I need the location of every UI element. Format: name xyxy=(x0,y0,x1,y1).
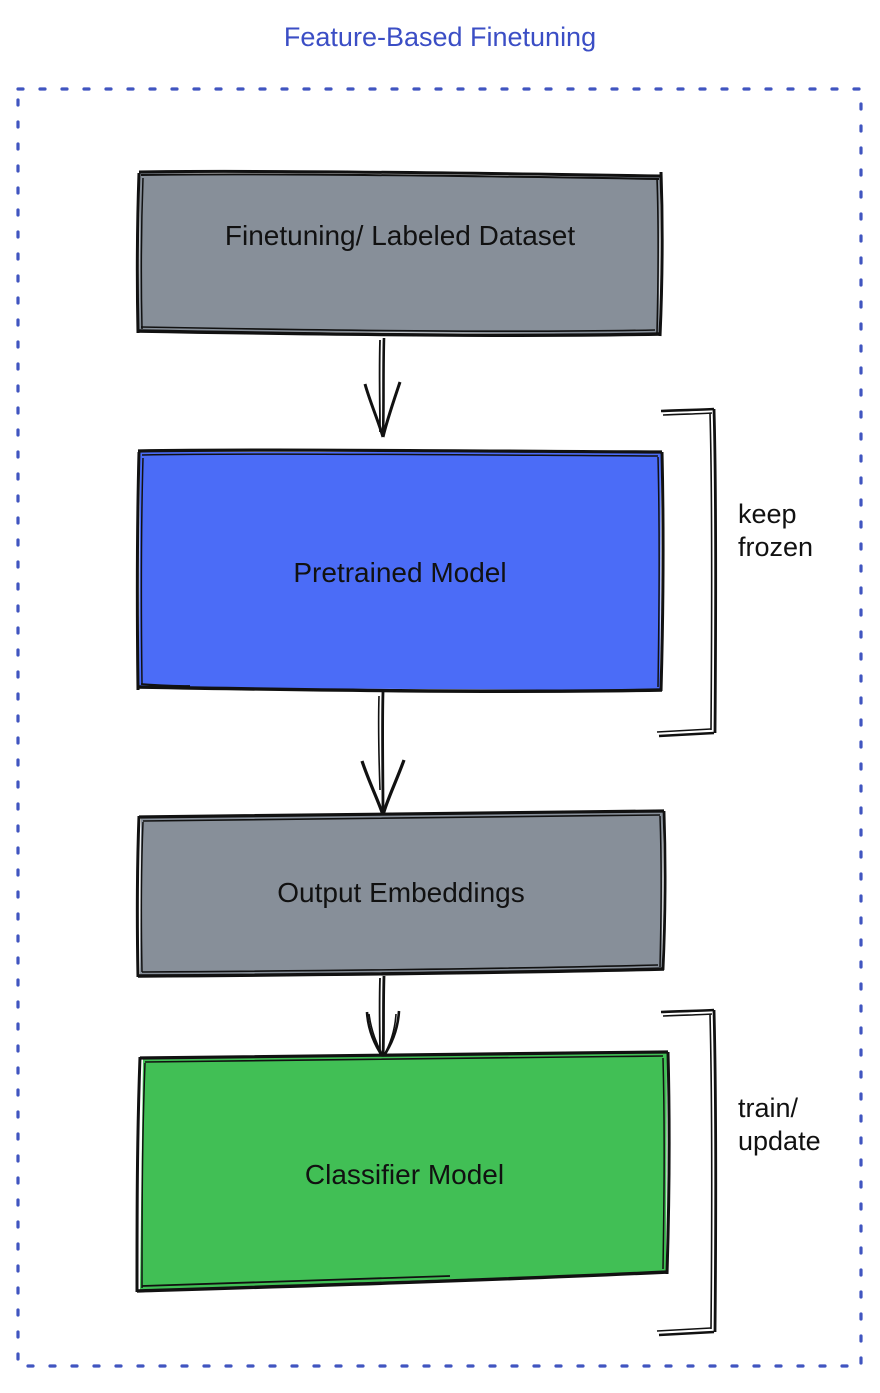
node-label-dataset: Finetuning/ Labeled Dataset xyxy=(224,220,576,251)
node-dataset-stroke-b xyxy=(140,173,660,180)
node-embeddings-stroke-f xyxy=(141,964,659,973)
node-pretrained-fill xyxy=(139,452,661,690)
node-classifier-stroke-f xyxy=(141,1275,451,1287)
node-dataset-stroke-h xyxy=(140,177,144,330)
diagram-frame xyxy=(16,87,863,1368)
node-classifier-stroke-g xyxy=(135,1056,142,1293)
node-pretrained-stroke-a xyxy=(137,448,663,454)
node-pretrained-stroke-g xyxy=(135,451,141,691)
page-title: Feature-Based Finetuning xyxy=(283,22,597,52)
node-pretrained-stroke-f xyxy=(140,683,191,687)
node-embeddings[interactable] xyxy=(135,809,667,978)
node-pretrained-stroke-h xyxy=(140,457,144,685)
annotation-train-update: train/ update xyxy=(738,1093,821,1156)
node-classifier[interactable] xyxy=(135,1050,671,1293)
node-pretrained-stroke-b xyxy=(141,453,659,457)
node-dataset-stroke-e xyxy=(136,329,662,337)
node-classifier-stroke-b xyxy=(144,1055,664,1063)
node-pretrained-stroke-d xyxy=(657,456,660,688)
node-embeddings-stroke-g xyxy=(135,815,141,978)
node-pretrained[interactable] xyxy=(135,448,665,693)
node-pretrained-stroke-c xyxy=(659,451,665,692)
node-classifier-stroke-d xyxy=(662,1057,665,1270)
node-embeddings-stroke-h xyxy=(140,821,144,973)
node-embeddings-stroke-e xyxy=(137,967,665,978)
node-embeddings-fill xyxy=(140,812,663,975)
node-label-pretrained: Pretrained Model xyxy=(293,557,507,588)
bracket-train-update xyxy=(656,1008,718,1337)
node-embeddings-stroke-d xyxy=(659,815,662,968)
node-pretrained-stroke-e xyxy=(136,685,663,693)
node-classifier-stroke-h xyxy=(141,1062,146,1289)
edge-dataset-to-pretrained xyxy=(363,337,402,438)
bracket-keep-frozen xyxy=(656,407,718,738)
node-dataset-stroke-c xyxy=(658,171,664,337)
node-dataset-stroke-a xyxy=(138,169,662,178)
node-dataset-stroke-f xyxy=(140,326,656,333)
edge-embeddings-to-classifier xyxy=(365,975,401,1058)
annotation-keep-frozen: keep frozen xyxy=(738,499,814,562)
node-dataset-fill xyxy=(139,173,660,334)
node-embeddings-stroke-b xyxy=(142,814,661,822)
node-label-embeddings: Output Embeddings xyxy=(277,877,525,908)
node-dataset-stroke-g xyxy=(135,172,141,334)
node-dataset-stroke-d xyxy=(656,177,659,334)
node-classifier-stroke-a xyxy=(139,1050,669,1060)
node-embeddings-stroke-a xyxy=(138,809,665,819)
node-classifier-fill xyxy=(140,1053,667,1290)
node-label-classifier: Classifier Model xyxy=(304,1159,505,1190)
node-classifier-stroke-e xyxy=(136,1270,669,1293)
edge-pretrained-to-embeddings xyxy=(360,691,406,816)
node-dataset[interactable] xyxy=(135,169,664,337)
node-embeddings-stroke-c xyxy=(661,810,667,971)
node-classifier-stroke-c xyxy=(665,1051,671,1275)
